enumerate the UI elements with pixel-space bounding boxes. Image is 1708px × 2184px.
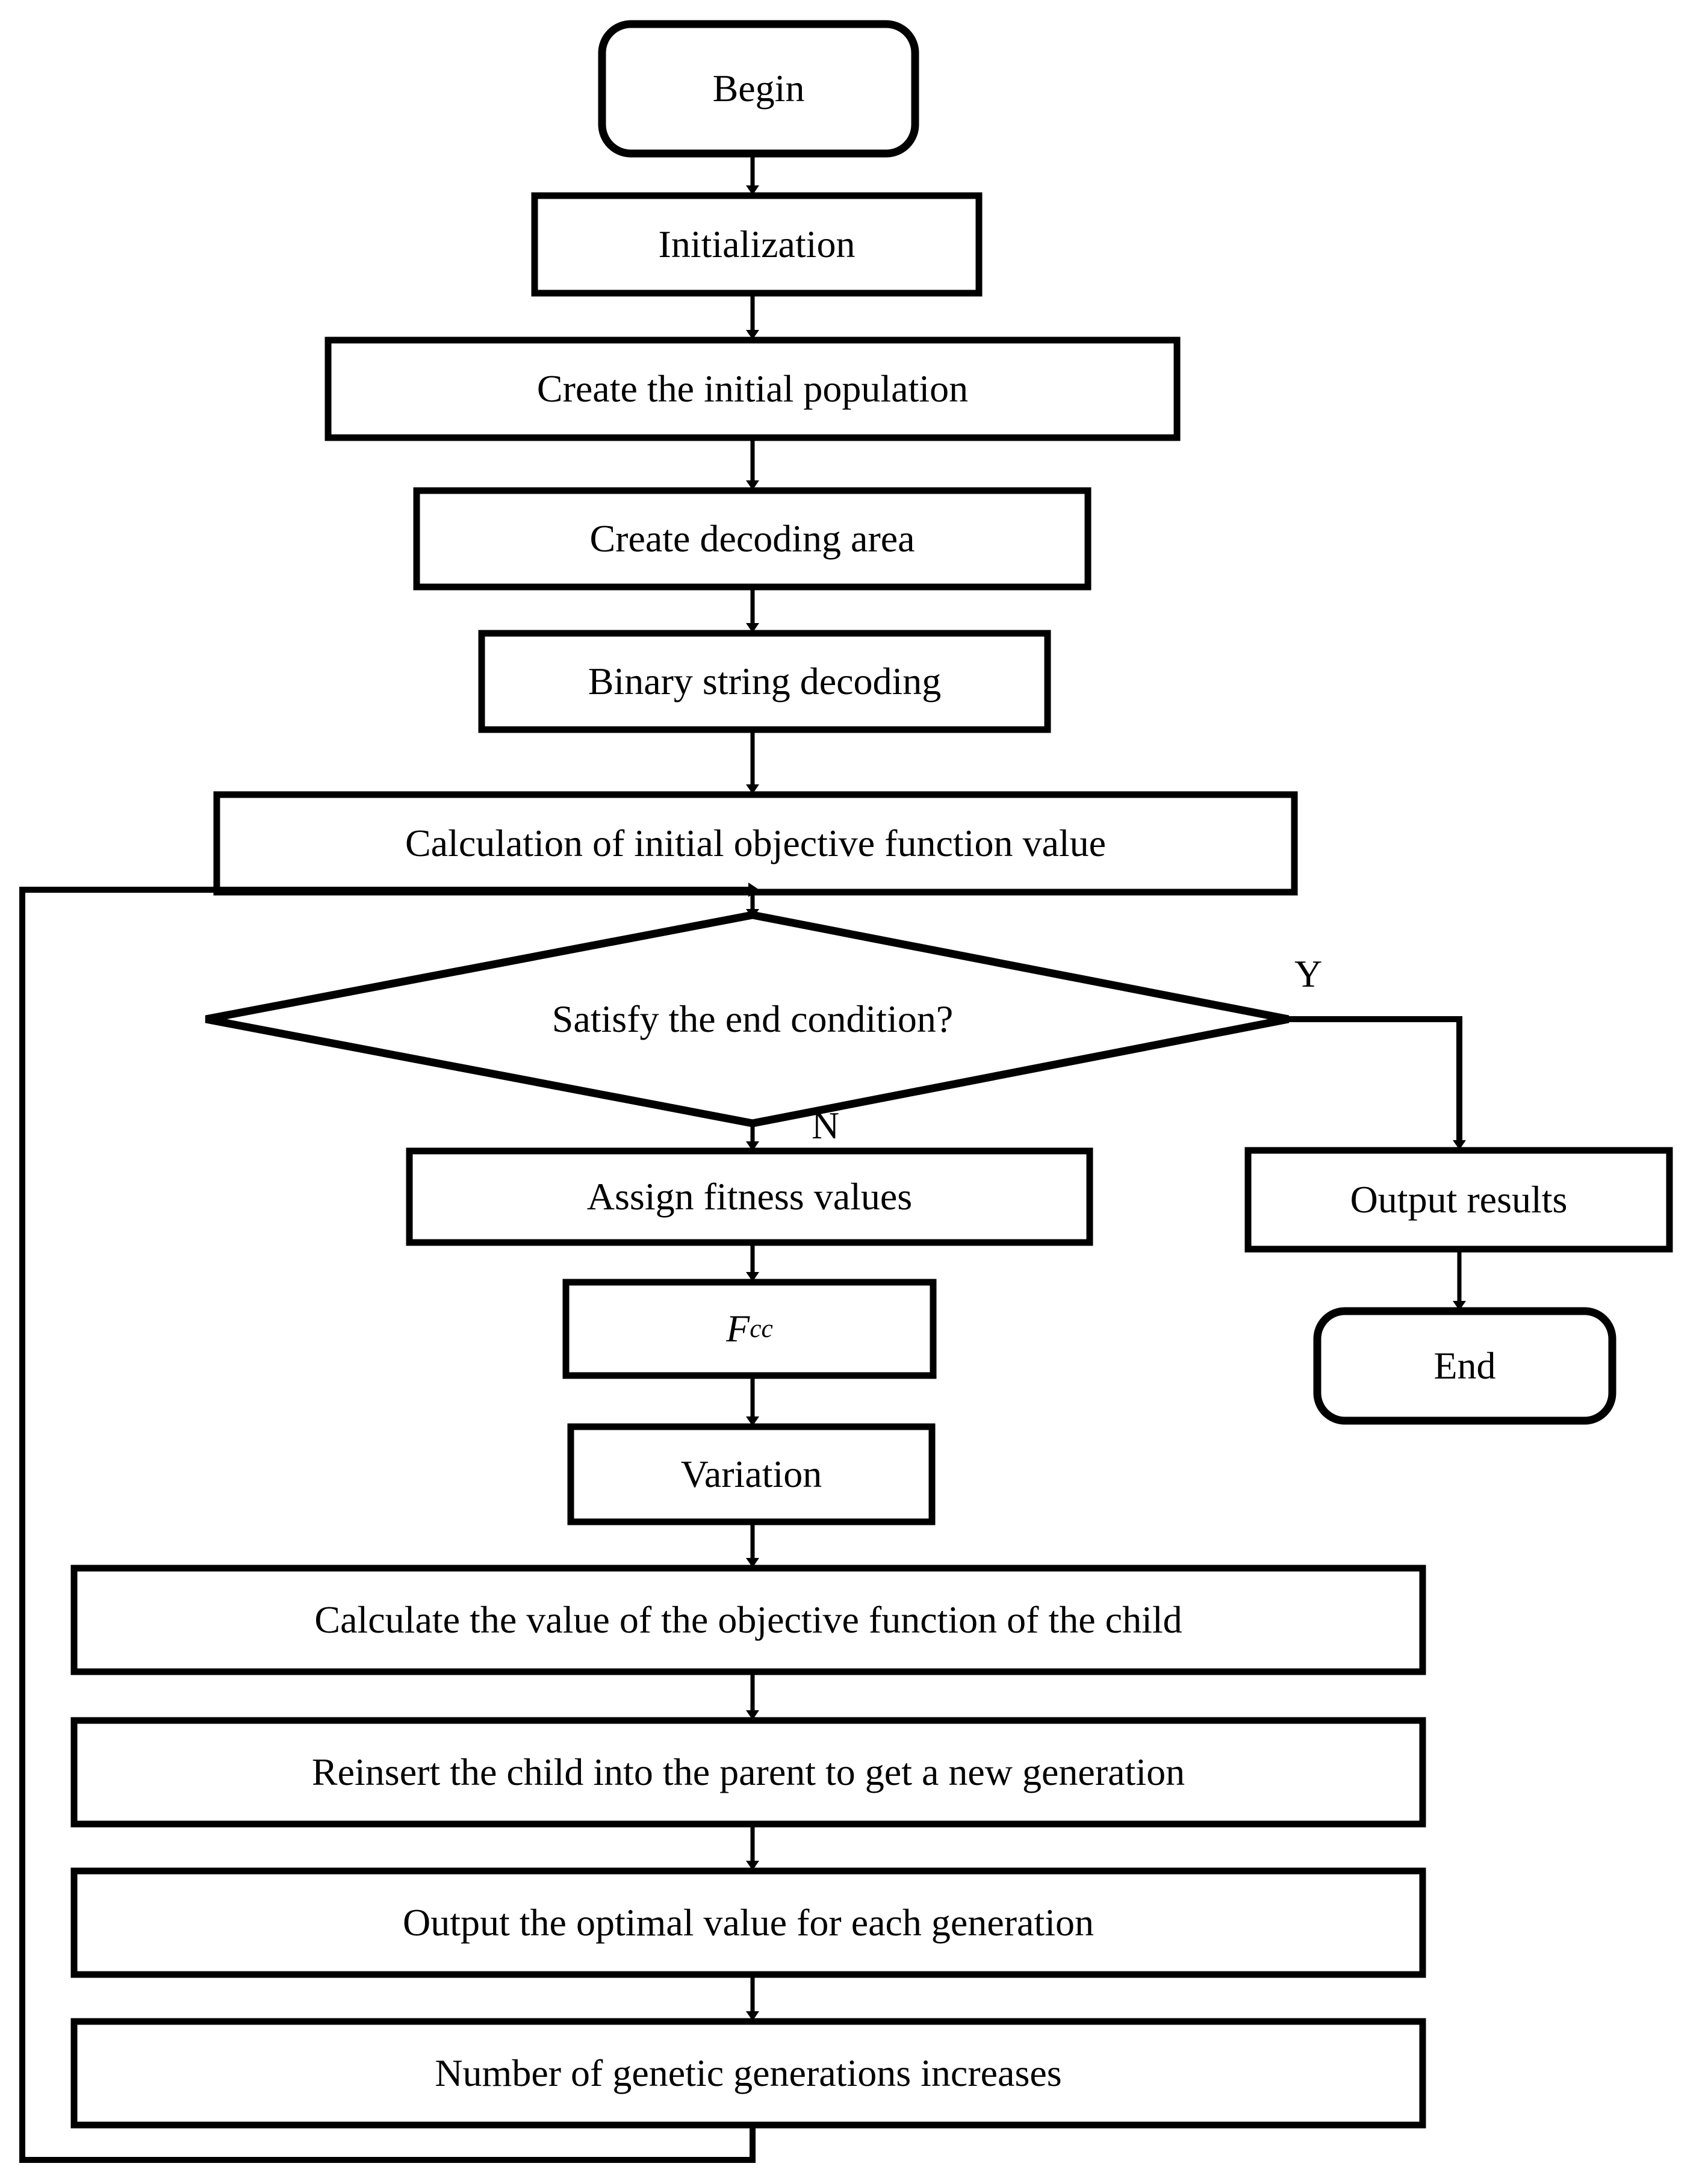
node-shape-output-results[interactable] bbox=[1244, 1147, 1673, 1253]
edge-feedback-loop bbox=[19, 883, 759, 2163]
node-shape-variation[interactable] bbox=[567, 1423, 936, 1525]
node-shape-generation-count[interactable] bbox=[70, 2018, 1426, 2129]
node-shape-create-decoding-area[interactable] bbox=[413, 487, 1092, 591]
node-shape-initialization[interactable] bbox=[531, 192, 983, 297]
edge-label-yes: Y bbox=[1294, 952, 1323, 995]
node-shape-calculation-initial[interactable] bbox=[213, 791, 1298, 896]
node-shape-create-population[interactable] bbox=[325, 337, 1181, 441]
edge-label-no: N bbox=[812, 1104, 840, 1147]
node-shape-begin[interactable] bbox=[598, 20, 919, 158]
node-shape-output-optimal[interactable] bbox=[70, 1867, 1426, 1978]
node-shape-assign-fitness[interactable] bbox=[406, 1147, 1093, 1246]
node-shape-binary-string-decoding[interactable] bbox=[478, 630, 1051, 733]
edge-decision-yes-to-output-results bbox=[1288, 1016, 1466, 1150]
node-shape-end[interactable] bbox=[1313, 1307, 1616, 1425]
node-shape-calculate-child[interactable] bbox=[70, 1565, 1426, 1675]
node-shape-decision[interactable] bbox=[205, 911, 1290, 1128]
node-shape-fcc[interactable] bbox=[562, 1279, 937, 1379]
node-shape-reinsert-child[interactable] bbox=[70, 1717, 1426, 1828]
